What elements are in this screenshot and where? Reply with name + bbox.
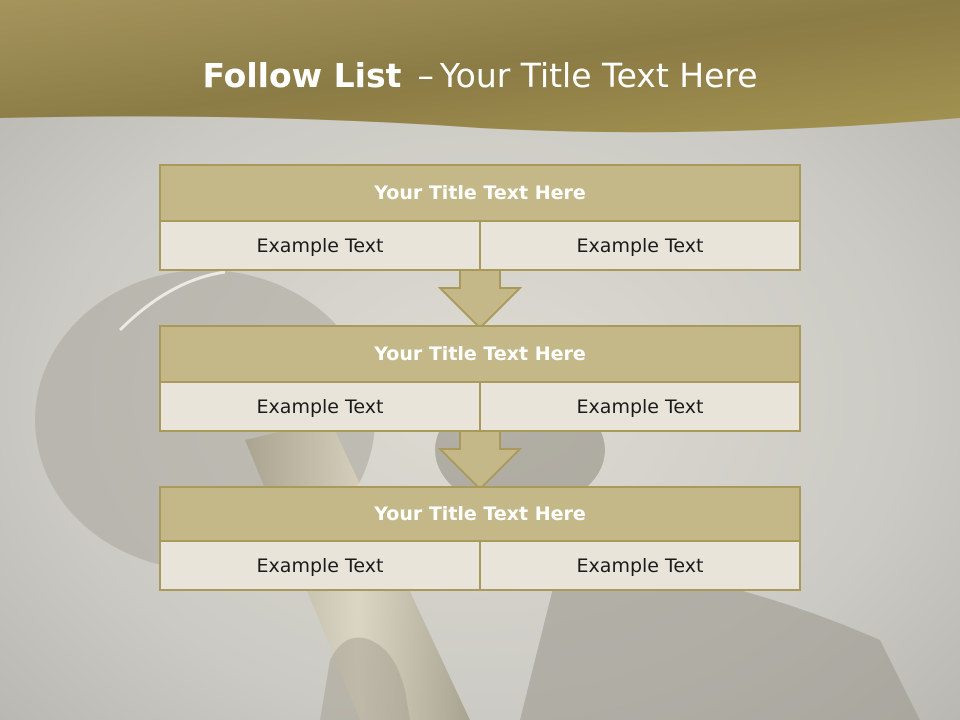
block-title: Your Title Text Here <box>159 325 801 383</box>
slide-title: Follow List–Your Title Text Here <box>0 52 960 100</box>
block-left-cell: Example Text <box>159 540 481 591</box>
block-left-cell: Example Text <box>159 220 481 271</box>
list-block-3: Your Title Text Here Example Text Exampl… <box>159 486 801 593</box>
block-right-cell: Example Text <box>479 220 801 271</box>
down-arrow-icon <box>438 270 522 330</box>
slide-title-bold: Follow List <box>202 56 402 95</box>
block-left-cell: Example Text <box>159 381 481 432</box>
slide-title-rest: Your Title Text Here <box>439 56 758 95</box>
slide-title-dash: – <box>417 56 434 95</box>
list-block-2: Your Title Text Here Example Text Exampl… <box>159 325 801 432</box>
block-title: Your Title Text Here <box>159 164 801 222</box>
list-block-1: Your Title Text Here Example Text Exampl… <box>159 164 801 271</box>
block-right-cell: Example Text <box>479 540 801 591</box>
block-title: Your Title Text Here <box>159 486 801 542</box>
down-arrow-icon <box>438 431 522 491</box>
block-right-cell: Example Text <box>479 381 801 432</box>
